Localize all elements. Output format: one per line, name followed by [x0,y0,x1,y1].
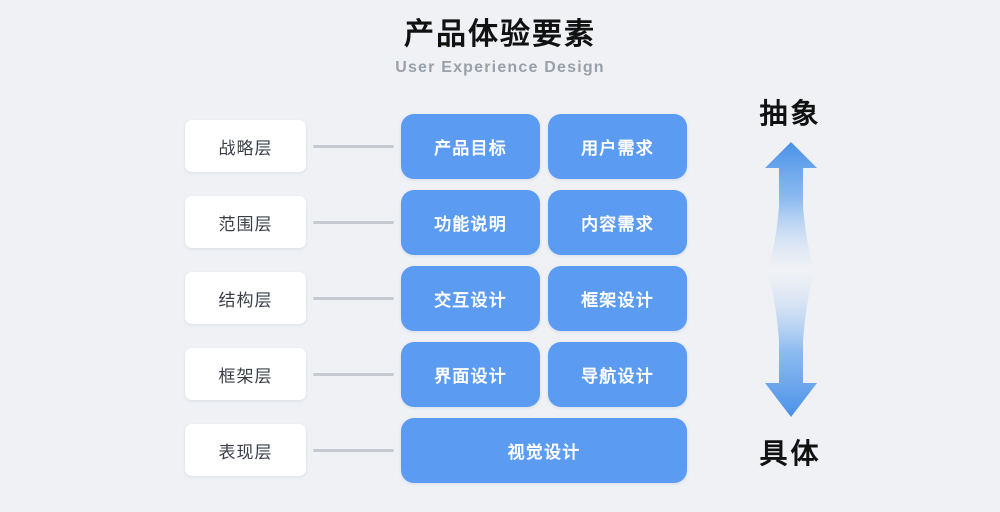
element-card[interactable]: 内容需求 [548,190,687,255]
element-card[interactable]: 视觉设计 [401,418,687,483]
layer-row: 结构层 交互设计框架设计 [0,266,1000,331]
element-cards: 视觉设计 [401,418,687,483]
axis-label-concrete: 具体 [759,438,822,469]
layer-label-card[interactable]: 结构层 [185,272,306,324]
abstraction-axis: 抽象 [718,96,863,488]
arrow-down-icon [762,271,820,421]
element-card[interactable]: 框架设计 [548,266,687,331]
element-cards: 交互设计框架设计 [401,266,687,331]
element-cards: 产品目标用户需求 [401,114,687,179]
arrow-up-icon [762,140,820,270]
layer-label-card[interactable]: 表现层 [185,424,306,476]
layer-label-card[interactable]: 范围层 [185,196,306,248]
connector-line [313,221,394,224]
header: 产品体验要素 User Experience Design [0,16,1000,78]
layer-row: 范围层 功能说明内容需求 [0,190,1000,255]
element-cards: 功能说明内容需求 [401,190,687,255]
connector-line [313,297,394,300]
page-title: 产品体验要素 [404,18,596,51]
layer-label-card[interactable]: 框架层 [185,348,306,400]
layer-row: 表现层 视觉设计 [0,418,1000,483]
layer-row: 框架层 界面设计导航设计 [0,342,1000,407]
element-card[interactable]: 交互设计 [401,266,540,331]
element-card[interactable]: 界面设计 [401,342,540,407]
element-card[interactable]: 功能说明 [401,190,540,255]
element-card[interactable]: 产品目标 [401,114,540,179]
layer-label-card[interactable]: 战略层 [185,120,306,172]
element-card[interactable]: 导航设计 [548,342,687,407]
page-subtitle: User Experience Design [395,59,605,76]
axis-label-abstract: 抽象 [759,98,822,129]
layer-row: 战略层 产品目标用户需求 [0,114,1000,179]
layer-rows: 战略层 产品目标用户需求范围层 功能说明内容需求结构层 交互设计框架设计框架层 界面设计… [0,114,1000,494]
connector-line [313,145,394,148]
element-cards: 界面设计导航设计 [401,342,687,407]
element-card[interactable]: 用户需求 [548,114,687,179]
connector-line [313,449,394,452]
connector-line [313,373,394,376]
